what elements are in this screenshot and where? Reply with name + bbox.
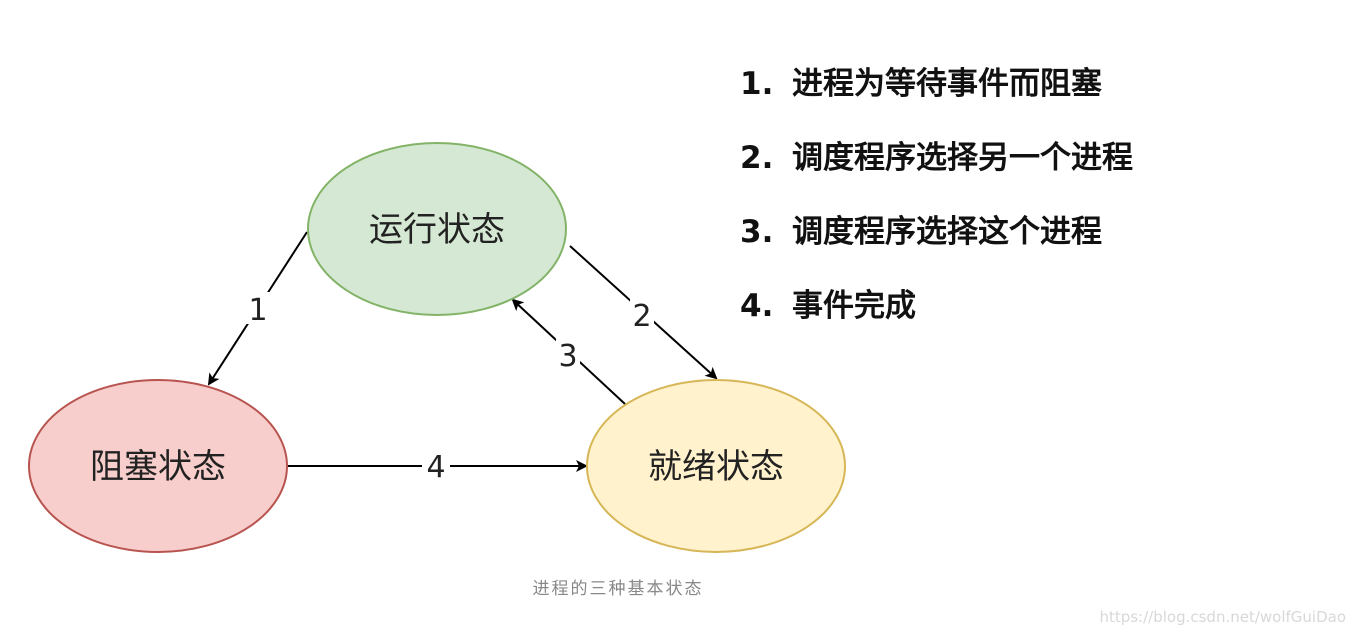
edge-3-label-bg — [556, 338, 580, 370]
legend-item: 2. 调度程序选择另一个进程 — [740, 138, 1133, 179]
node-running-label: 运行状态 — [369, 210, 505, 250]
legend-item: 1. 进程为等待事件而阻塞 — [740, 64, 1133, 105]
edge-3-label: 3 — [558, 339, 577, 374]
edge-4-label: 4 — [426, 450, 445, 485]
node-blocked: 阻塞状态 — [28, 379, 288, 553]
legend-item-number: 3. — [740, 214, 774, 250]
figure-caption: 进程的三种基本状态 — [532, 579, 704, 599]
legend-item-text: 调度程序选择这个进程 — [792, 214, 1102, 250]
legend-item-number: 4. — [740, 288, 774, 324]
watermark: https://blog.csdn.net/wolfGuiDao — [1099, 608, 1346, 626]
legend-item: 3. 调度程序选择这个进程 — [740, 212, 1133, 253]
edge-1-label: 1 — [248, 293, 267, 328]
legend-item-text: 事件完成 — [792, 288, 916, 324]
node-ready: 就绪状态 — [586, 379, 846, 553]
edge-1-label-bg — [246, 292, 270, 324]
edge-2-label: 2 — [632, 299, 651, 334]
transition-legend: 1.进程为等待事件而阻塞 2.调度程序选择另一个进程 3.调度程序选择这个进程 … — [740, 64, 1133, 360]
edge-4-label-bg — [422, 450, 450, 482]
node-running: 运行状态 — [307, 142, 567, 316]
legend-item-text: 调度程序选择另一个进程 — [792, 140, 1133, 176]
legend-item: 4. 事件完成 — [740, 286, 1133, 327]
node-blocked-label: 阻塞状态 — [90, 447, 226, 487]
edge-2-label-bg — [630, 298, 654, 330]
legend-item-text: 进程为等待事件而阻塞 — [792, 66, 1102, 102]
node-blocked-shape — [28, 379, 288, 553]
legend-item-number: 2. — [740, 140, 774, 176]
node-running-shape — [307, 142, 567, 316]
node-ready-label: 就绪状态 — [648, 447, 784, 487]
legend-item-number: 1. — [740, 66, 774, 102]
node-ready-shape — [586, 379, 846, 553]
